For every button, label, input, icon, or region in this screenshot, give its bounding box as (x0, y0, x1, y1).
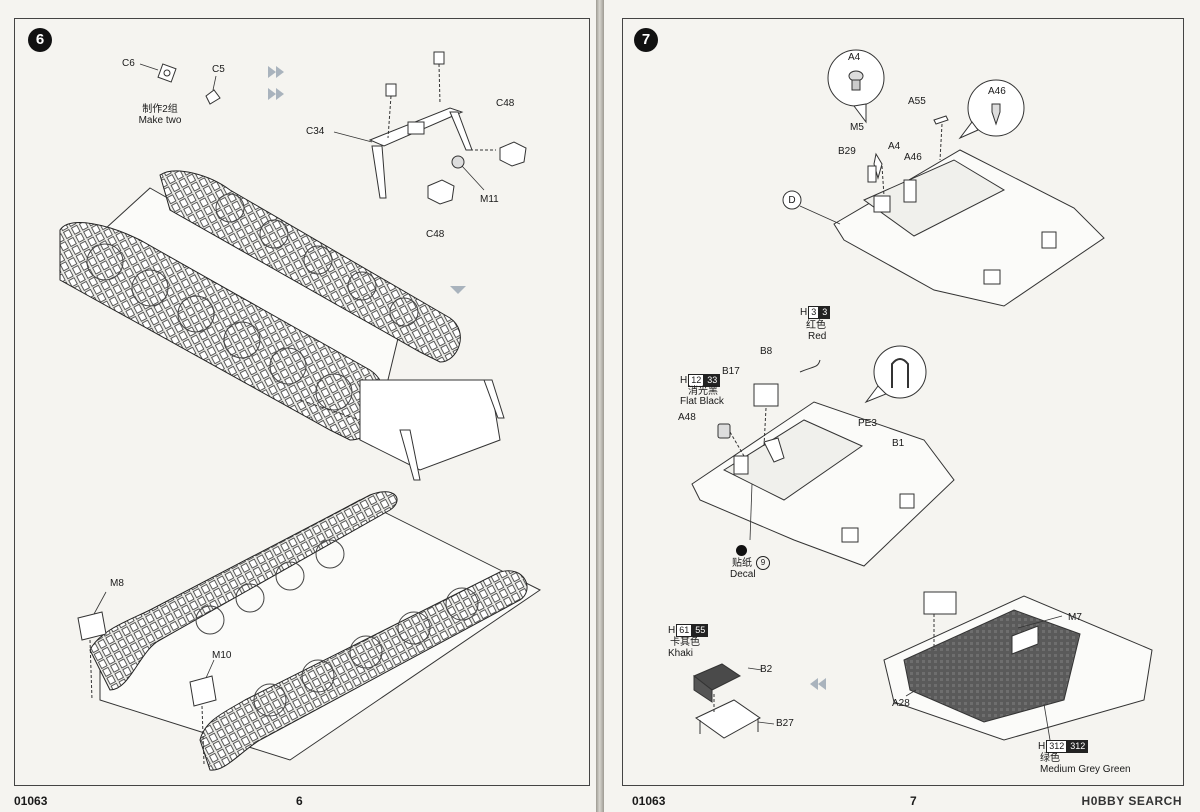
callout-m7: M7 (1068, 612, 1082, 623)
callout-a55: A55 (908, 96, 926, 107)
step-7-illustration (691, 49, 1153, 741)
callout-c48-top: C48 (496, 98, 515, 109)
middle-floor-assembly (691, 359, 955, 567)
upper-hull-assembly (59, 170, 505, 481)
instruction-page-left: 6 (0, 0, 596, 812)
part-c48-bottom (427, 179, 455, 205)
callout-b8: B8 (760, 346, 773, 357)
lower-hull-assembly (77, 491, 541, 771)
callout-b17: B17 (722, 366, 740, 377)
callout-m11: M11 (480, 194, 499, 205)
part-c48-top (499, 141, 527, 167)
step-6-illustration (59, 51, 541, 771)
paint-series-letter: H (680, 375, 688, 386)
detail-bubble-a4 (827, 49, 885, 124)
step-number-badge: 7 (634, 28, 658, 52)
callout-c34: C34 (306, 126, 325, 137)
instruction-page-right: 7 (604, 0, 1200, 812)
paint-name-red-cn: 红色 (806, 320, 826, 331)
paint-code-secondary: 33 (704, 374, 721, 387)
paint-name-flat-black-en: Flat Black (680, 396, 724, 407)
decal-icon (736, 545, 747, 556)
detail-bubble-a46 (958, 79, 1025, 140)
assembly-arrow (268, 88, 284, 100)
hull-reference-letter-d (782, 190, 802, 210)
page-border (14, 18, 590, 786)
part-c5 (205, 89, 221, 105)
callout-a46: A46 (904, 152, 922, 163)
part-c6 (157, 63, 177, 83)
part-m11 (451, 155, 465, 169)
paint-series-letter: H (668, 625, 676, 636)
callout-b27: B27 (776, 718, 794, 729)
make-two-note-en: Make two (138, 115, 182, 126)
paint-name-medium-grey-green-en: Medium Grey Green (1040, 764, 1131, 775)
book-spine (596, 0, 604, 812)
part-c34 (368, 51, 473, 199)
paint-name-red-en: Red (808, 331, 827, 342)
paint-name-khaki-cn: 卡其色 (670, 637, 700, 648)
callout-c5: C5 (212, 64, 225, 75)
callout-c6: C6 (122, 58, 135, 69)
paint-name-flat-black-cn: 消光黑 (688, 386, 718, 397)
callout-m10: M10 (212, 650, 232, 661)
hull-reference-label-d: D (788, 195, 796, 206)
paint-code-primary: 12 (688, 374, 705, 387)
paint-code-flat-black: H 12 33 (680, 374, 721, 387)
assembly-arrow (268, 66, 284, 78)
paint-series-letter: H (800, 307, 808, 318)
upper-floor-assembly (799, 115, 1105, 307)
lower-floor-assembly (883, 591, 1153, 741)
callout-b2: B2 (760, 664, 773, 675)
part-m10 (189, 675, 217, 707)
step-number-badge: 6 (28, 28, 52, 52)
assembly-arrow (450, 286, 466, 294)
callout-a48: A48 (678, 412, 696, 423)
decal-number: 9 (756, 556, 770, 570)
callout-a4: A4 (888, 141, 901, 152)
paint-code-secondary: 312 (1067, 740, 1089, 753)
page-number: 6 (296, 794, 303, 808)
footer-product-code: 01063 (14, 794, 48, 808)
decal-label-en: Decal (730, 569, 756, 580)
paint-code-primary: 3 (808, 306, 820, 319)
page-number: 7 (910, 794, 917, 808)
paint-code-red: H 3 3 (800, 306, 831, 319)
decal-label-cn: 贴纸 (732, 558, 752, 569)
callout-c48-bottom: C48 (426, 229, 445, 240)
paint-code-primary: 61 (676, 624, 693, 637)
callout-m5: M5 (850, 122, 864, 133)
page-border (622, 18, 1184, 786)
detail-label-a46: A46 (988, 86, 1006, 97)
paint-code-secondary: 3 (819, 306, 831, 319)
paint-name-medium-grey-green-cn: 绿色 (1040, 753, 1060, 764)
paint-code-primary: 312 (1046, 740, 1068, 753)
footer-product-code: 01063 (632, 794, 666, 808)
paint-code-secondary: 55 (692, 624, 709, 637)
detail-label-a4: A4 (848, 52, 861, 63)
callout-a28: A28 (892, 698, 910, 709)
detail-bubble-pe3 (864, 345, 927, 404)
paint-code-medium-grey-green: H 312 312 (1038, 740, 1089, 753)
watermark-logo: H0BBY SEARCH (1081, 794, 1182, 808)
callout-b29: B29 (838, 146, 856, 157)
callout-m8: M8 (110, 578, 124, 589)
make-two-note-cn: 制作2组 (142, 104, 178, 115)
assembly-arrow (810, 678, 826, 690)
callout-pe3: PE3 (858, 418, 877, 429)
callout-b1: B1 (892, 438, 905, 449)
parts-b2-b27 (693, 663, 761, 739)
paint-code-khaki: H 61 55 (668, 624, 709, 637)
paint-name-khaki-en: Khaki (668, 648, 694, 659)
paint-series-letter: H (1038, 741, 1046, 752)
